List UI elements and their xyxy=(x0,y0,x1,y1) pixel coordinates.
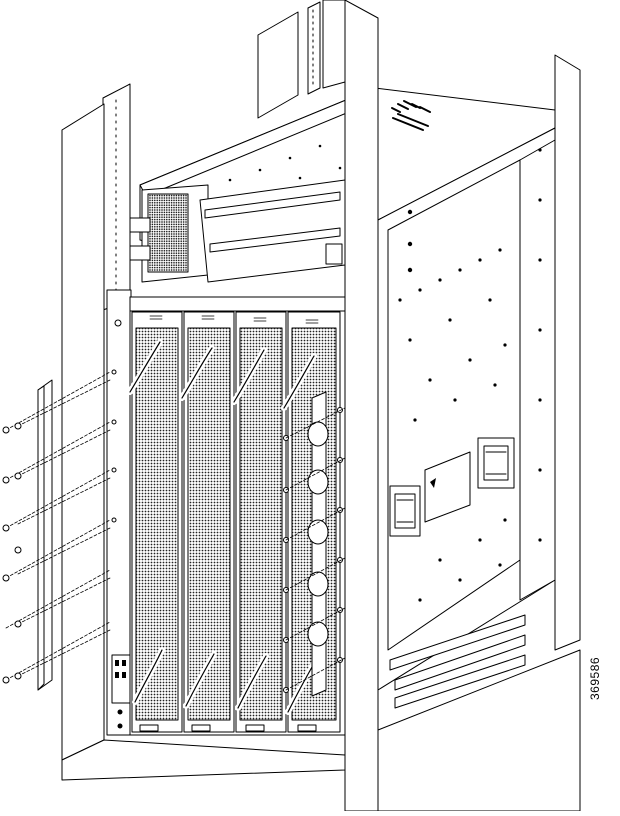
side-panel-rivets xyxy=(398,148,542,602)
rack-rear-posts xyxy=(257,0,346,119)
figure-id-label: 369586 xyxy=(588,656,602,700)
rack-base xyxy=(61,649,581,812)
card-cage xyxy=(127,296,346,736)
rear-screws xyxy=(2,422,22,684)
line-card-module-1 xyxy=(127,311,183,733)
line-card-module-2 xyxy=(179,311,235,733)
warning-label xyxy=(424,451,471,523)
logo-mark-top xyxy=(391,100,431,131)
upper-vent-grille xyxy=(147,193,189,273)
front-screw-leaders xyxy=(285,407,346,691)
side-cover-plate xyxy=(5,371,111,691)
module-logo-marks xyxy=(149,315,319,324)
rack-front-right-post xyxy=(344,0,581,812)
line-card-module-3 xyxy=(231,311,287,733)
rack-front-rails xyxy=(102,83,135,736)
chassis-base-rails xyxy=(389,614,526,709)
side-handle-right xyxy=(477,437,515,489)
front-screws xyxy=(111,369,343,693)
side-handle-left xyxy=(389,485,421,537)
chassis-side-panel xyxy=(377,100,556,709)
rack-front-left-post xyxy=(61,103,105,761)
